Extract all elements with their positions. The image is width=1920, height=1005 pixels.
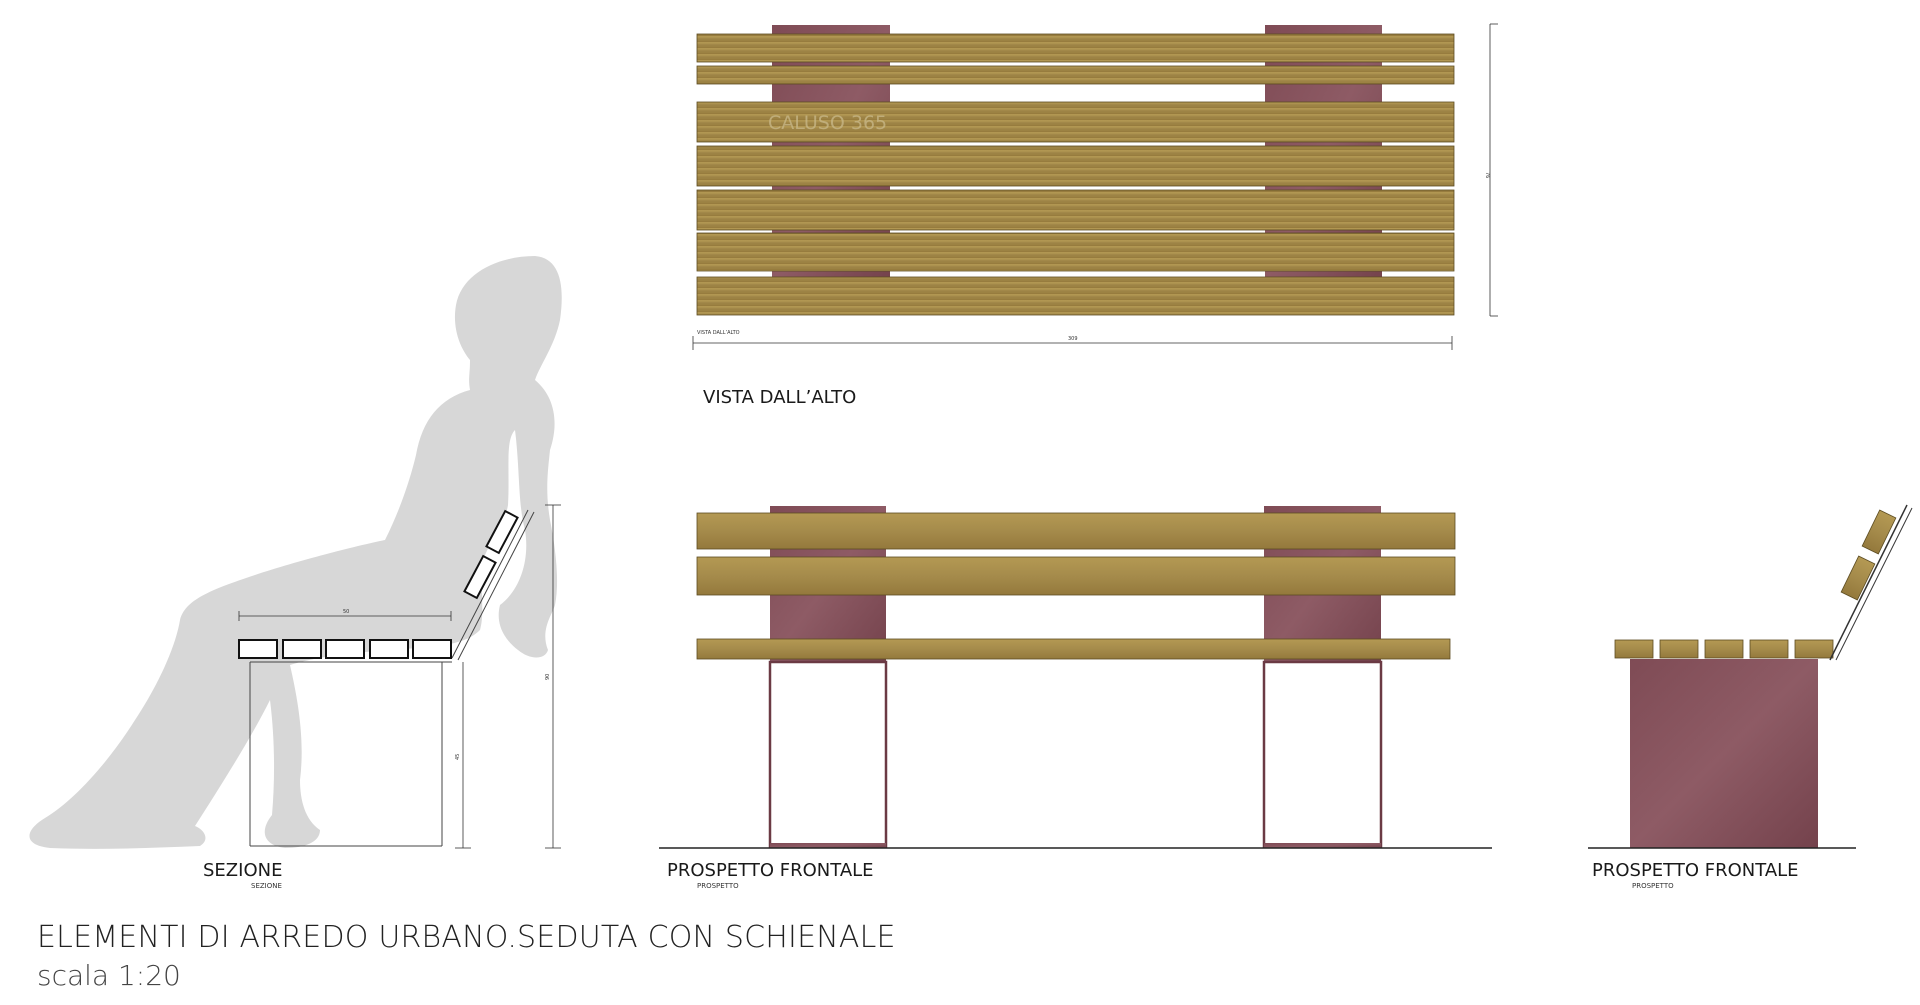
side-seat-slats — [1614, 639, 1834, 659]
side-backrest — [1829, 504, 1913, 661]
front-seat-slat — [696, 638, 1451, 660]
label-vista-dall-alto: VISTA DALL’ALTO — [703, 387, 857, 408]
section-seat-depth-value: 50 — [343, 609, 349, 615]
top-view-width-dimension — [692, 336, 1453, 350]
slat — [696, 145, 1455, 187]
slat — [696, 232, 1455, 272]
front-backrest-slat-1 — [696, 512, 1456, 550]
label-prospetto-small: PROSPETTO — [697, 882, 739, 890]
label-prospetto-laterale: PROSPETTO FRONTALE — [1592, 860, 1799, 881]
label-sezione: SEZIONE — [203, 860, 283, 881]
section-frame — [249, 509, 535, 847]
section-view: 50 90 45 — [29, 256, 562, 849]
top-view-slats — [696, 33, 1455, 316]
front-view — [659, 506, 1492, 849]
front-backrest-slat-2 — [696, 556, 1456, 596]
section-height-dimension — [455, 504, 561, 849]
section-seat-slats — [238, 639, 452, 659]
page-title: ELEMENTI DI ARREDO URBANO.SEDUTA CON SCH… — [37, 920, 896, 955]
slat — [696, 33, 1455, 63]
side-view — [1588, 504, 1913, 849]
section-seat-depth-dimension — [238, 611, 452, 621]
side-leg-panel — [1630, 659, 1818, 848]
scale-note: scala 1:20 — [37, 959, 181, 992]
top-view-depth-dimension — [1489, 23, 1498, 317]
section-seat-height-value: 45 — [455, 754, 461, 760]
top-view-width-value: 309 — [1068, 336, 1078, 342]
front-frame-right — [1262, 660, 1383, 849]
top-view-depth-value: 76 — [1484, 172, 1490, 178]
label-prospetto-frontale: PROSPETTO FRONTALE — [667, 860, 874, 881]
slat — [696, 276, 1455, 316]
slat — [696, 101, 1455, 143]
human-silhouette — [29, 256, 562, 849]
slat — [696, 65, 1455, 85]
front-frame-left — [768, 660, 888, 849]
section-backrest-slats — [463, 509, 519, 600]
section-total-height-value: 90 — [545, 674, 551, 680]
front-foot-left — [770, 843, 886, 848]
top-view-small-label: VISTA DALL’ALTO — [697, 330, 740, 336]
watermark: CALUSO 365 — [768, 112, 887, 134]
front-foot-right — [1264, 843, 1381, 848]
slat — [696, 189, 1455, 231]
top-view: CALUSO 365 309 VISTA DALL’ALTO 76 — [692, 23, 1498, 350]
label-prospetto-laterale-small: PROSPETTO — [1632, 882, 1674, 890]
label-sezione-small: SEZIONE — [251, 882, 282, 890]
